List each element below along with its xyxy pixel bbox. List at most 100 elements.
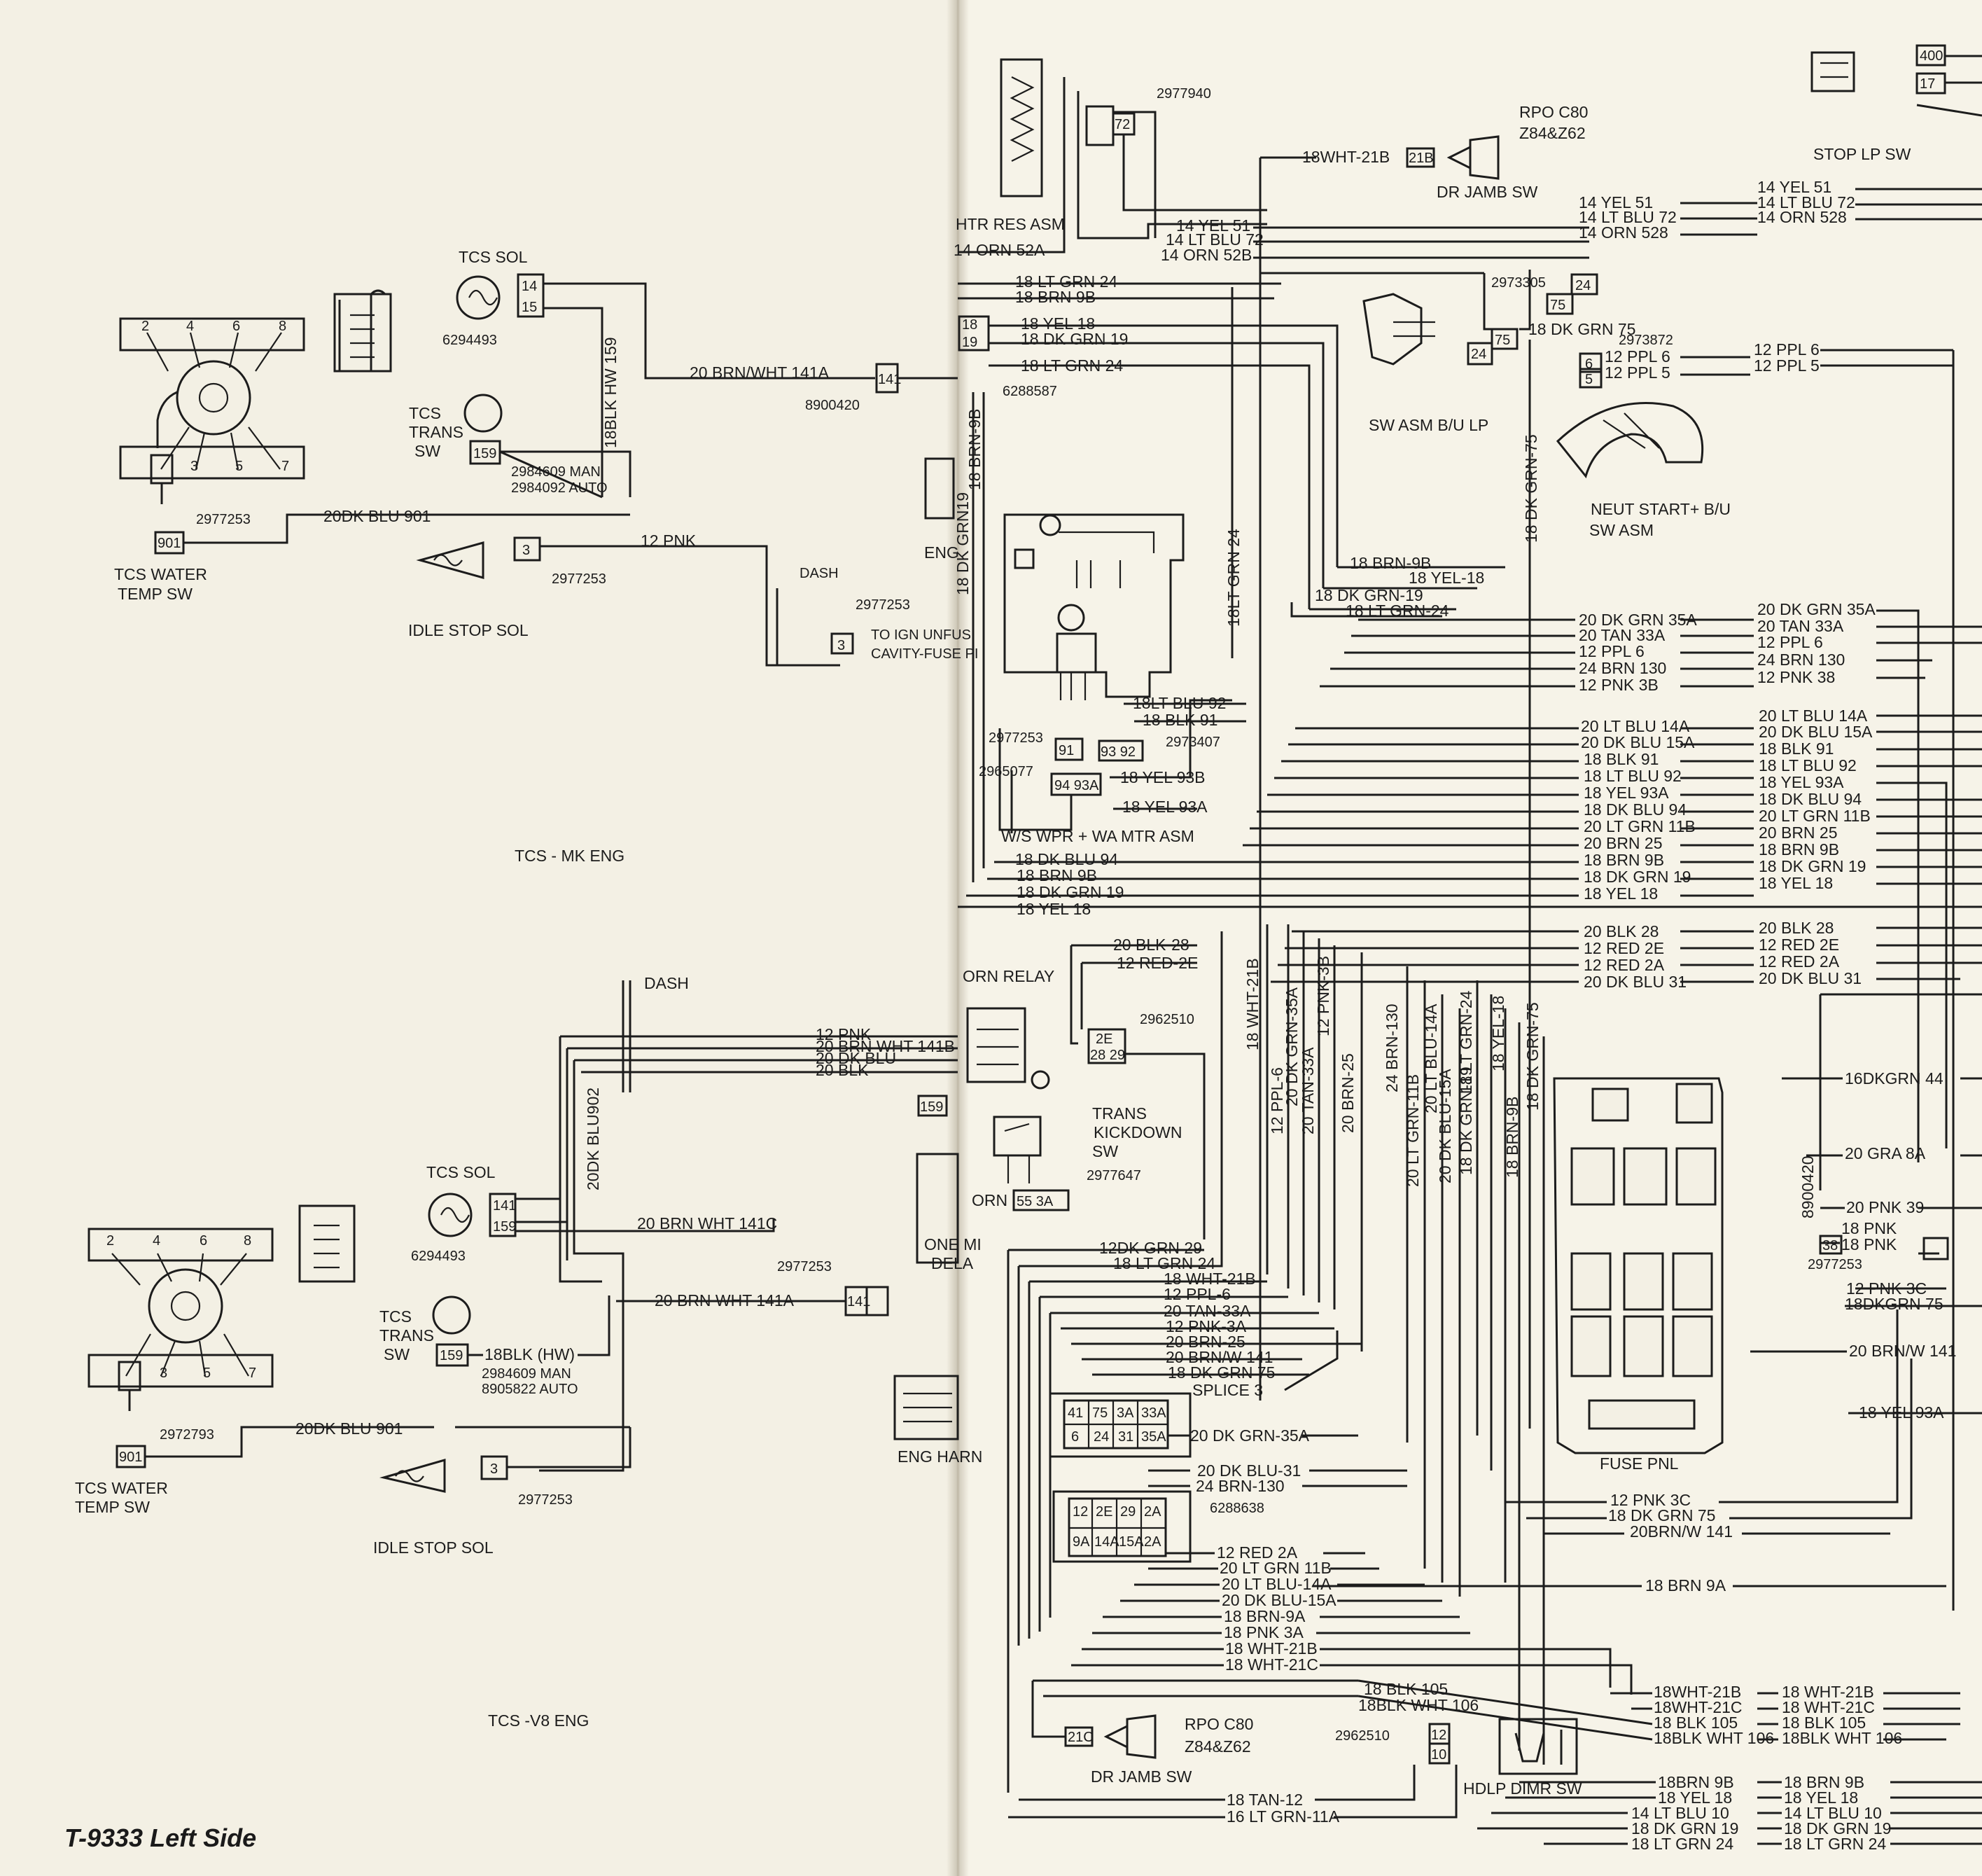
svg-text:5: 5	[235, 459, 243, 474]
lb4: 18 BRN-9A	[1224, 1607, 1306, 1625]
v5: 20 BRN-25	[1339, 1053, 1357, 1133]
orn-part: 2977647	[1087, 1168, 1141, 1183]
idle-label: IDLE STOP SOL	[408, 621, 529, 639]
b2r-6: 20 LT GRN 11B	[1759, 807, 1871, 825]
bbr1: 18 YEL 18	[1784, 1788, 1858, 1807]
stop-conn-1: 400	[1920, 48, 1943, 64]
trans-sw-2: TRANS	[409, 423, 463, 441]
v8-wire-3: 20 DK BLU	[816, 1049, 896, 1067]
fuse-panel: FUSE PNL 16DKGRN 44 20 GRA 8A 20 PNK 39 …	[1313, 1069, 1982, 1594]
lb5: 18 PNK 3A	[1224, 1623, 1304, 1641]
tcs-trans-sw-mk: TCS TRANS SW 159 2984609 MAN 2984092 AUT…	[409, 394, 631, 499]
fuse-part2: 2977253	[1808, 1257, 1862, 1272]
hw-wire-label: 18BLK HW 159	[601, 337, 620, 448]
b1-3: 24 BRN 130	[1579, 659, 1666, 677]
b1r-1: 20 TAN 33A	[1757, 617, 1844, 635]
b2-6: 20 LT GRN 11B	[1584, 817, 1696, 835]
svg-text:14: 14	[522, 279, 537, 294]
brn-wire-label: 20 BRN/WHT 141A	[690, 363, 830, 382]
trans-part-1: 2984609 MAN	[511, 464, 601, 480]
b2r-9: 18 DK GRN 19	[1759, 857, 1866, 875]
fo1: 18 DK GRN 75	[1608, 1506, 1715, 1524]
htr-conn-72: 72	[1115, 117, 1130, 132]
svg-text:7: 7	[249, 1366, 256, 1381]
svg-text:3: 3	[160, 1366, 167, 1381]
v1: 12 PPL-6	[1268, 1067, 1286, 1134]
row1r-yel: 14 YEL 51	[1757, 178, 1831, 196]
svg-text:6: 6	[232, 319, 240, 334]
idle-stop-mk: 3 2977253 12 PNK DASH 3 2977253 TO IGN U…	[408, 457, 978, 865]
bca6: 31	[1118, 1429, 1133, 1445]
lw0: 12DK GRN 29	[1099, 1239, 1202, 1257]
part-6288638: 6288638	[1210, 1501, 1264, 1516]
svg-text:4: 4	[153, 1233, 160, 1249]
b2-3: 18 LT BLU 92	[1584, 767, 1682, 785]
rpo1-1: RPO C80	[1519, 103, 1588, 121]
part-24-75: 2973305	[1491, 275, 1546, 291]
fr4: 18 PNK	[1841, 1235, 1897, 1253]
conn75-b: 75	[1495, 333, 1510, 348]
b3r-3: 20 DK BLU 31	[1759, 969, 1862, 987]
dkgrn35a: 20 DK GRN-35A	[1190, 1426, 1310, 1445]
lw2: 18 WHT-21B	[1164, 1270, 1256, 1288]
connector-blocks-lower: 41 75 3A 33A 6 24 31 35A 20 DK GRN-35A 2…	[1049, 1392, 1407, 1563]
heater-resistor: 72 2977940 HTR RES ASM 14 ORN 52A 14 YEL…	[954, 58, 1589, 264]
bw1: 16 LT GRN-11A	[1227, 1807, 1340, 1826]
rb2: 18 BLK 105	[1654, 1714, 1738, 1732]
mid-wires: 18LT GRN 24 18 BRN-9B 18 YEL-18 18 DK GR…	[1224, 287, 1505, 658]
lw3: 12 PPL-6	[1164, 1285, 1231, 1303]
mid-ltgrn24: 18 LT GRN-24	[1346, 602, 1449, 620]
bca1: 75	[1092, 1405, 1108, 1421]
bca0: 41	[1068, 1405, 1083, 1421]
bcb7: 2A	[1144, 1534, 1161, 1550]
pnk-wire: 12 PNK	[641, 531, 697, 550]
lw8: 18 DK GRN 75	[1168, 1363, 1275, 1382]
ppl-conn-6: 6	[1585, 356, 1593, 372]
svg-text:4: 4	[186, 319, 194, 334]
conn-a-num: 141	[878, 372, 901, 387]
rpo2-2: Z84&Z62	[1185, 1737, 1251, 1756]
bus-1: 20 DK GRN 35A 20 TAN 33A 12 PPL 6 24 BRN…	[1320, 600, 1982, 1162]
bca3: 33A	[1141, 1405, 1166, 1421]
kick-3: SW	[1092, 1142, 1118, 1160]
dkgrn75-top: 18 DK GRN 75	[1528, 320, 1635, 338]
v8-wire-2: 20 BRN WHT 141B	[816, 1037, 955, 1055]
b3r-2: 12 RED 2A	[1759, 952, 1840, 971]
ppl-conn-5: 5	[1585, 372, 1593, 387]
b1-4: 12 PNK 3B	[1579, 676, 1659, 694]
b3-2: 12 RED 2A	[1584, 956, 1665, 974]
v8-trans-2: TRANS	[379, 1326, 434, 1345]
v8-tcs-sol: TCS SOL	[426, 1163, 496, 1181]
row1m-yel: 14 YEL 51	[1579, 193, 1653, 211]
lower-wires: 12DK GRN 29 18 LT GRN 24 18 WHT-21B 12 P…	[1007, 931, 1362, 1793]
water-wire: 20DK BLU 901	[323, 507, 431, 525]
ppl-right-6: 12 PPL 6	[1754, 340, 1820, 359]
lb2: 20 LT BLU-14A	[1222, 1575, 1332, 1593]
mid-brn9b: 18 BRN-9B	[1350, 554, 1431, 572]
ppl-wire-5: 12 PPL 5	[1605, 363, 1670, 382]
b2-10: 18 YEL 18	[1584, 884, 1658, 903]
ltgrn24-top: 18 LT GRN 24	[1015, 272, 1117, 291]
tcs-trans-sw-v8: TCS TRANS SW 159 18BLK (HW) 2984609 MAN …	[379, 1295, 610, 1397]
v8-wire-1: 12 PNK	[816, 1025, 872, 1043]
dr-jamb-2: DR JAMB SW	[1091, 1767, 1192, 1786]
fuse-part: 8900420	[1799, 1155, 1817, 1218]
dkgrn75-v: 18 DK GRN-75	[1522, 434, 1540, 543]
b2-0: 20 LT BLU 14A	[1581, 717, 1690, 735]
lower-bus: 12 RED 2A 20 LT GRN 11B 20 LT BLU-14A 20…	[1008, 1543, 1633, 1826]
b2r-5: 18 DK BLU 94	[1759, 790, 1862, 808]
bb2: 14 LT BLU 10	[1631, 1804, 1729, 1822]
svg-text:3: 3	[190, 459, 198, 474]
row1-orn: 14 ORN 52B	[1161, 246, 1252, 264]
dash-label: DASH	[800, 566, 839, 581]
fr2: 20 PNK 39	[1846, 1198, 1924, 1216]
bus-2: 20 LT BLU 14A 20 DK BLU 15A 18 BLK 91 18…	[958, 707, 1982, 1148]
tcs-sol-label: TCS SOL	[459, 248, 528, 266]
v9: 20 DK BLU-15A	[1436, 1069, 1454, 1183]
bca7: 35A	[1141, 1429, 1166, 1445]
v8-water-part: 2972793	[160, 1427, 214, 1443]
ign-label-2: CAVITY-FUSE PI	[871, 646, 978, 662]
brn9b-top: 18 BRN 9B	[1015, 288, 1096, 306]
